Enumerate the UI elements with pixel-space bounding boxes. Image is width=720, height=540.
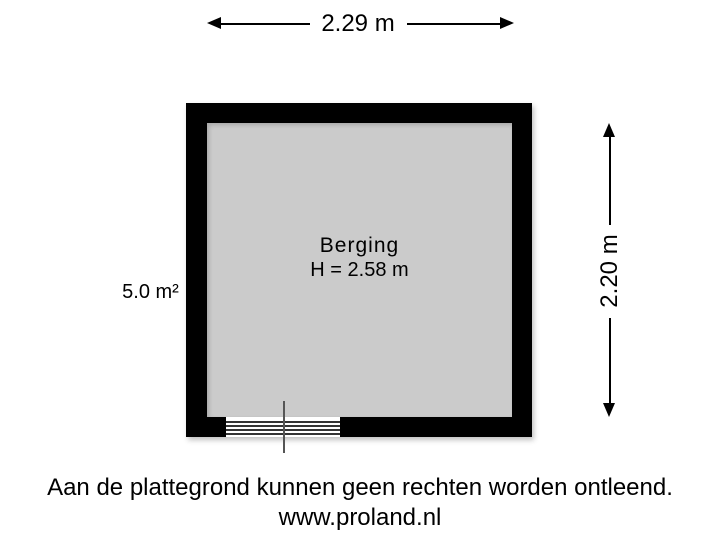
room-height: H = 2.58 m <box>310 259 409 281</box>
depth-dimension-line-top <box>609 135 611 225</box>
website-text: www.proland.nl <box>278 504 442 531</box>
window-marker-line <box>283 401 285 453</box>
disclaimer-text: Aan de plattegrond kunnen geen rechten w… <box>47 474 673 501</box>
width-dimension-line-left <box>218 23 310 25</box>
width-arrow-right-icon <box>500 17 514 29</box>
depth-dimension-label: 2.20 m <box>596 234 623 308</box>
width-dimension-line-right <box>407 23 502 25</box>
room-area: 5.0 m² <box>122 281 179 303</box>
room-floor-berging <box>207 123 512 417</box>
depth-arrow-down-icon <box>603 403 615 417</box>
depth-dimension-line-bottom <box>609 318 611 405</box>
width-dimension-label: 2.29 m <box>321 10 395 37</box>
room-name: Berging <box>319 234 400 257</box>
depth-arrow-up-icon <box>603 123 615 137</box>
width-arrow-left-icon <box>207 17 221 29</box>
